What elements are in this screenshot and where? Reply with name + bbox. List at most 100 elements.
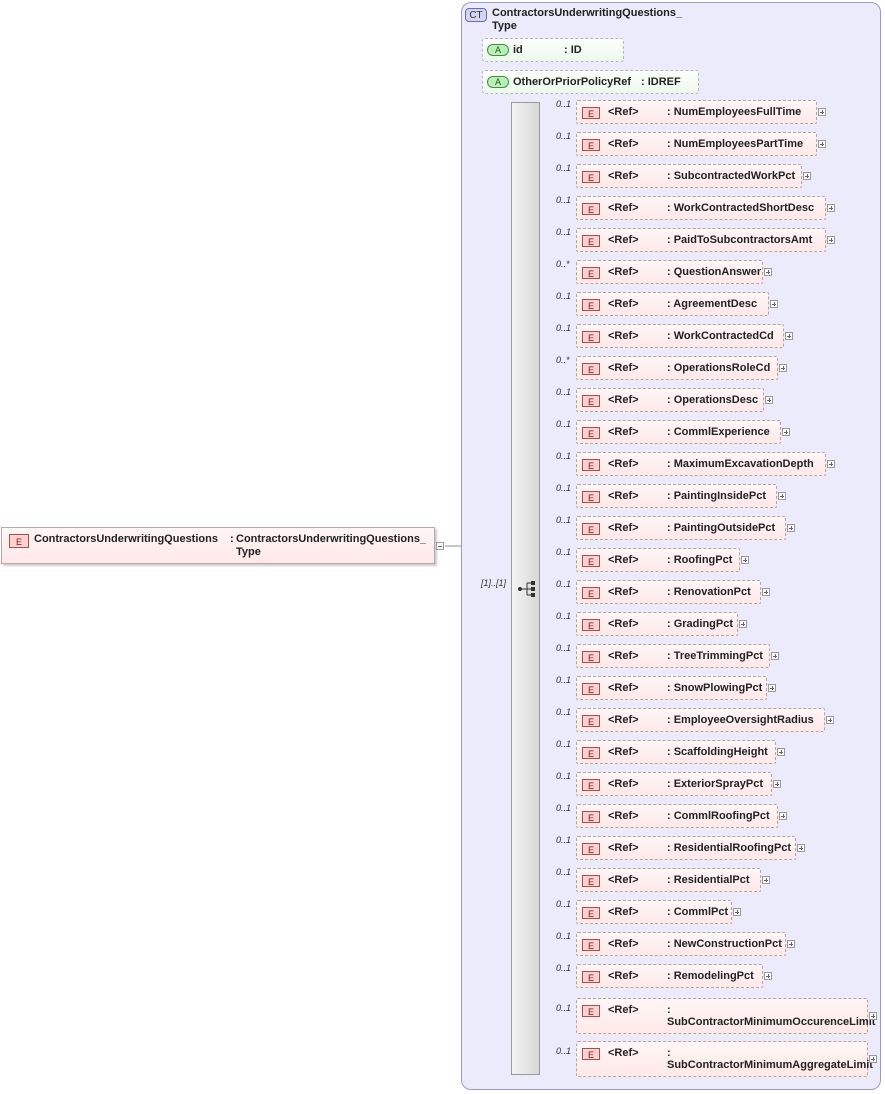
element-ref-label: <Ref>: [608, 746, 639, 758]
element-ref-box[interactable]: E <Ref> : QuestionAnswer: [576, 260, 763, 284]
expand-icon[interactable]: [827, 204, 835, 212]
expand-icon[interactable]: [741, 556, 749, 564]
element-ref-box[interactable]: E<Ref>: MaximumExcavationDepth: [576, 452, 826, 476]
expand-icon[interactable]: [764, 972, 772, 980]
expand-icon[interactable]: [818, 140, 826, 148]
element-ref-box[interactable]: E<Ref>: RoofingPct: [576, 548, 740, 572]
element-ref-box[interactable]: E<Ref>: ExteriorSprayPct: [576, 772, 772, 796]
element-ref-name: : RemodelingPct: [667, 970, 754, 982]
expand-icon[interactable]: [779, 364, 787, 372]
expand-icon[interactable]: [787, 940, 795, 948]
element-badge: E: [582, 811, 600, 823]
element-ref-box[interactable]: E<Ref>: CommlPct: [576, 900, 732, 924]
element-occurrence: 0..1: [556, 419, 572, 429]
element-badge: E: [9, 534, 29, 548]
element-ref-box[interactable]: E<Ref>: TreeTrimmingPct: [576, 644, 770, 668]
expand-icon[interactable]: [827, 236, 835, 244]
element-ref-label: <Ref>: [608, 554, 639, 566]
expand-icon[interactable]: [733, 908, 741, 916]
element-ref-box[interactable]: E<Ref>: OperationsDesc: [576, 388, 764, 412]
element-ref-box[interactable]: E<Ref>: NewConstructionPct: [576, 932, 786, 956]
element-badge: E: [582, 267, 600, 279]
collapse-toggle-icon[interactable]: [436, 542, 444, 550]
expand-icon[interactable]: [787, 524, 795, 532]
expand-icon[interactable]: [778, 492, 786, 500]
expand-icon[interactable]: [765, 396, 773, 404]
attribute-badge: A: [487, 76, 509, 88]
element-occurrence: 0..1: [556, 899, 572, 909]
element-badge: E: [582, 683, 600, 695]
element-occurrence: 0..1: [556, 867, 572, 877]
element-ref-name: : QuestionAnswer: [667, 266, 762, 278]
element-ref-box[interactable]: E<Ref>: WorkContractedCd: [576, 324, 784, 348]
attribute-id[interactable]: A id : ID: [482, 38, 624, 62]
element-occurrence: 0..1: [556, 643, 572, 653]
expand-icon[interactable]: [770, 300, 778, 308]
element-ref-box[interactable]: E<Ref>: SnowPlowingPct: [576, 676, 767, 700]
expand-icon[interactable]: [779, 812, 787, 820]
expand-icon[interactable]: [762, 876, 770, 884]
element-ref-label: <Ref>: [608, 202, 639, 214]
element-badge: E: [582, 587, 600, 599]
element-ref-label: <Ref>: [608, 1047, 639, 1059]
element-ref-box[interactable]: E<Ref>: ResidentialRoofingPct: [576, 836, 796, 860]
expand-icon[interactable]: [785, 332, 793, 340]
element-ref-box[interactable]: E<Ref>: WorkContractedShortDesc: [576, 196, 826, 220]
element-ref-box[interactable]: E<Ref>: GradingPct: [576, 612, 738, 636]
attribute-other-or-prior-policy-ref[interactable]: A OtherOrPriorPolicyRef : IDREF: [482, 70, 699, 94]
element-ref-box[interactable]: E<Ref>: SubContractorMinimumAggregateLim…: [576, 1041, 873, 1077]
expand-icon[interactable]: [773, 780, 781, 788]
element-ref-box[interactable]: E<Ref>: PaintingInsidePct: [576, 484, 777, 508]
element-ref-label: <Ref>: [608, 906, 639, 918]
element-ref-name: : NumEmployeesFullTime: [667, 106, 802, 118]
element-ref-box[interactable]: E<Ref>: CommlExperience: [576, 420, 781, 444]
element-ref-box[interactable]: E<Ref>: NumEmployeesPartTime: [576, 132, 817, 156]
expand-icon[interactable]: [771, 652, 779, 660]
element-ref-box[interactable]: E<Ref>: RemodelingPct: [576, 964, 763, 988]
expand-icon[interactable]: [803, 172, 811, 180]
element-occurrence: 0..1: [556, 291, 572, 301]
element-occurrence: 0..*: [556, 259, 570, 269]
expand-icon[interactable]: [869, 1055, 877, 1063]
element-badge: E: [582, 1005, 600, 1017]
expand-icon[interactable]: [782, 428, 790, 436]
element-ref-box[interactable]: E<Ref>: PaintingOutsidePct: [576, 516, 786, 540]
expand-icon[interactable]: [826, 716, 834, 724]
element-ref-box[interactable]: E<Ref>: AgreementDesc: [576, 292, 769, 316]
element-ref-box[interactable]: E<Ref>: CommlRoofingPct: [576, 804, 778, 828]
element-ref-box[interactable]: E<Ref>: RenovationPct: [576, 580, 761, 604]
element-occurrence: 0..1: [556, 739, 572, 749]
element-ref-box[interactable]: E<Ref>: SubContractorMinimumOccurenceLim…: [576, 998, 875, 1034]
element-badge: E: [582, 779, 600, 791]
expand-icon[interactable]: [797, 844, 805, 852]
element-badge: E: [582, 971, 600, 983]
expand-icon[interactable]: [762, 588, 770, 596]
element-badge: E: [582, 363, 600, 375]
element-ref-box[interactable]: E<Ref>: NumEmployeesFullTime: [576, 100, 817, 124]
expand-icon[interactable]: [827, 460, 835, 468]
expand-icon[interactable]: [768, 684, 776, 692]
element-ref-name: : ResidentialRoofingPct: [667, 842, 792, 854]
attribute-type: : IDREF: [641, 76, 681, 88]
root-type-line2: Type: [236, 546, 261, 558]
element-occurrence: 0..1: [556, 387, 572, 397]
element-ref-box[interactable]: E<Ref>: ResidentialPct: [576, 868, 761, 892]
element-ref-name: : EmployeeOversightRadius: [667, 714, 814, 726]
element-badge: E: [582, 1048, 600, 1060]
expand-icon[interactable]: [777, 748, 785, 756]
expand-icon[interactable]: [764, 268, 772, 276]
expand-icon[interactable]: [869, 1012, 877, 1020]
element-ref-name: : SnowPlowingPct: [667, 682, 763, 694]
element-ref-label: <Ref>: [608, 266, 639, 278]
element-occurrence: 0..1: [556, 579, 572, 589]
element-ref-box[interactable]: E<Ref>: SubcontractedWorkPct: [576, 164, 802, 188]
root-element-box[interactable]: E ContractorsUnderwritingQuestions : Con…: [1, 527, 435, 564]
expand-icon[interactable]: [818, 108, 826, 116]
element-ref-box[interactable]: E<Ref>: ScaffoldingHeight: [576, 740, 776, 764]
element-ref-box[interactable]: E<Ref>: OperationsRoleCd: [576, 356, 778, 380]
expand-icon[interactable]: [739, 620, 747, 628]
element-ref-box[interactable]: E<Ref>: EmployeeOversightRadius: [576, 708, 825, 732]
element-badge: E: [582, 171, 600, 183]
element-ref-box[interactable]: E<Ref>: PaidToSubcontractorsAmt: [576, 228, 826, 252]
element-ref-name: : ScaffoldingHeight: [667, 746, 768, 758]
